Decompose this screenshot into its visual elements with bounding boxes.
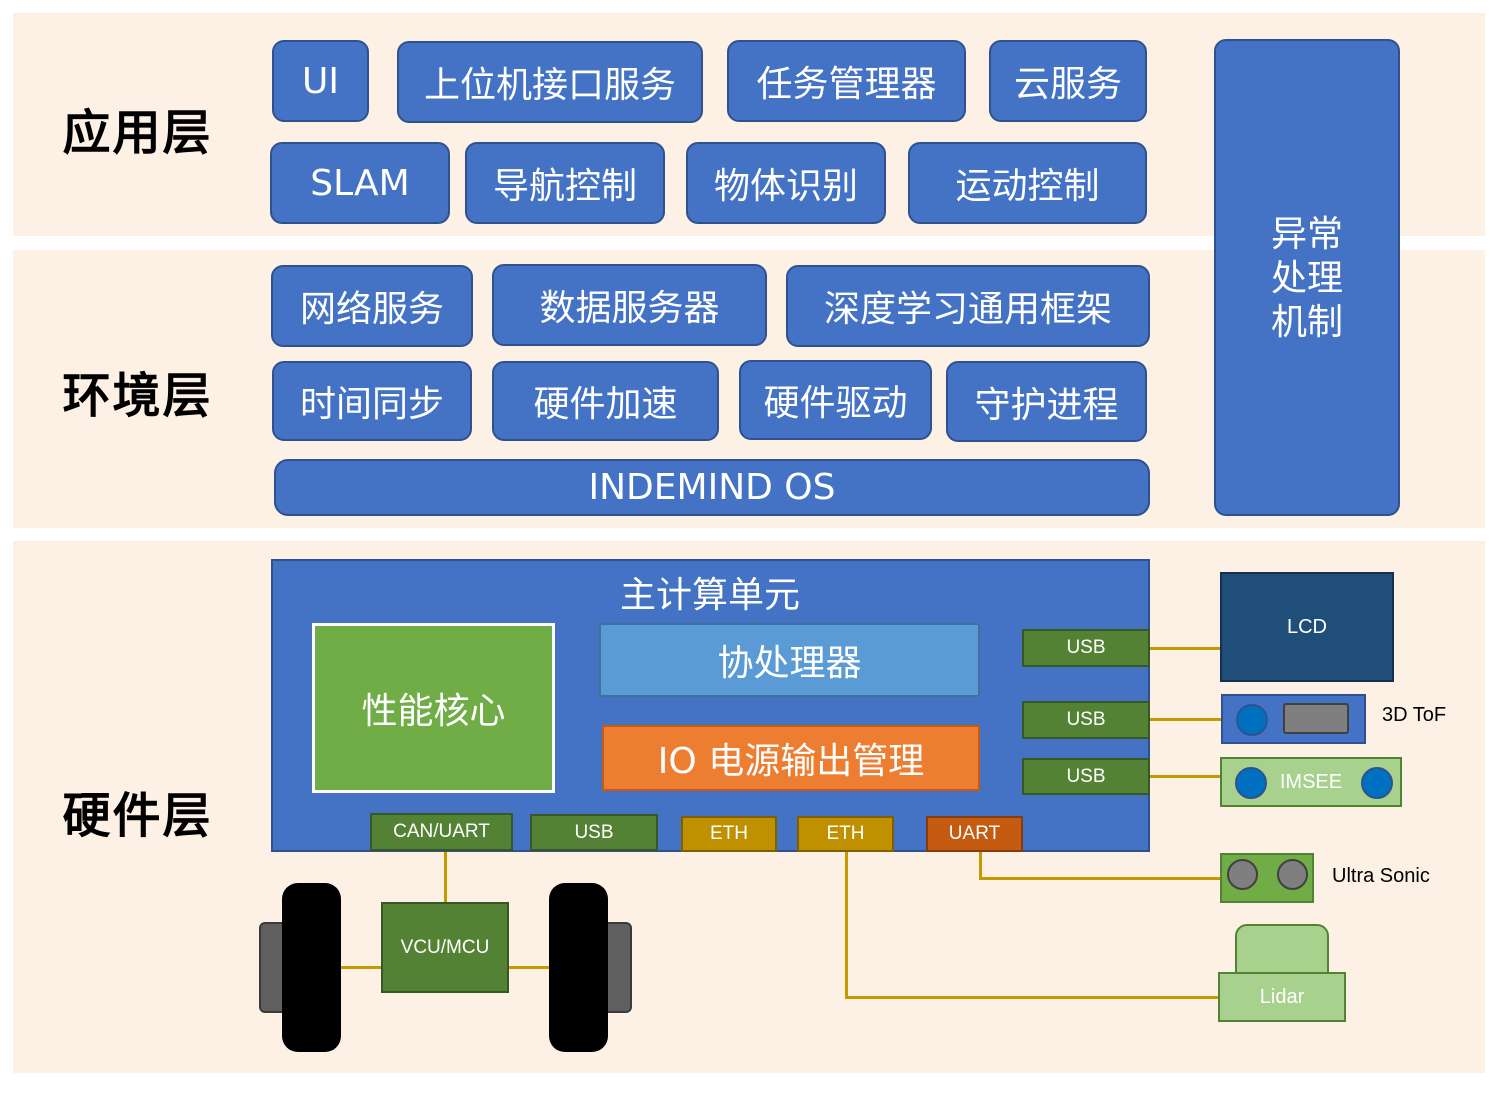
motion-control-module[interactable]: 运动控制	[908, 142, 1147, 224]
vcu-mcu-unit[interactable]: VCU/MCU	[381, 902, 509, 993]
usb-port-bottom[interactable]: USB	[530, 814, 658, 851]
usb-port-right-1[interactable]: USB	[1022, 629, 1150, 667]
indemind-os-bar[interactable]: INDEMIND OS	[274, 459, 1150, 516]
wire-eth-h	[845, 996, 1220, 999]
cloud-service-module[interactable]: 云服务	[989, 40, 1147, 122]
host-interface-service-module[interactable]: 上位机接口服务	[397, 41, 703, 123]
io-power-management[interactable]: IO 电源输出管理	[602, 725, 980, 791]
exception-line-3: 机制	[1270, 302, 1343, 343]
slam-module[interactable]: SLAM	[270, 142, 450, 224]
data-server-module[interactable]: 数据服务器	[492, 264, 767, 346]
ultrasonic-sensor-left-icon	[1227, 859, 1258, 890]
tof-sensor-icon	[1283, 703, 1349, 734]
time-sync-module[interactable]: 时间同步	[272, 361, 472, 441]
ui-module[interactable]: UI	[272, 40, 369, 122]
tof-lens-icon	[1236, 704, 1268, 736]
usb-port-right-2[interactable]: USB	[1022, 701, 1150, 739]
imsee-lens-left-icon	[1235, 767, 1267, 799]
coprocessor[interactable]: 协处理器	[599, 623, 980, 697]
daemon-process-module[interactable]: 守护进程	[946, 361, 1147, 442]
hardware-driver-module[interactable]: 硬件驱动	[739, 360, 932, 440]
object-recognition-module[interactable]: 物体识别	[686, 142, 886, 224]
hardware-acceleration-module[interactable]: 硬件加速	[492, 361, 719, 441]
right-wheel-icon	[549, 883, 608, 1052]
tof-label: 3D ToF	[1382, 704, 1447, 726]
eth-port-1[interactable]: ETH	[681, 816, 777, 852]
lcd-device[interactable]: LCD	[1220, 572, 1394, 682]
exception-line-1: 异常	[1270, 214, 1343, 255]
usb-port-right-3[interactable]: USB	[1022, 758, 1150, 795]
can-uart-port[interactable]: CAN/UART	[370, 813, 513, 851]
task-manager-module[interactable]: 任务管理器	[727, 40, 966, 122]
navigation-control-module[interactable]: 导航控制	[465, 142, 665, 224]
main-compute-unit-title: 主计算单元	[619, 575, 800, 616]
environment-layer-title: 环境层	[62, 367, 213, 424]
deep-learning-framework-module[interactable]: 深度学习通用框架	[786, 265, 1150, 347]
wire-wheel-left	[340, 966, 383, 969]
wire-wheel-right	[507, 966, 550, 969]
wire-can-v	[444, 850, 447, 903]
wire-usb2-tof	[1148, 718, 1222, 721]
wire-usb1-lcd	[1148, 647, 1221, 650]
eth-port-2[interactable]: ETH	[797, 816, 894, 852]
application-layer-title: 应用层	[62, 104, 213, 161]
ultrasonic-sensor-right-icon	[1277, 859, 1308, 890]
network-service-module[interactable]: 网络服务	[271, 265, 473, 347]
ultrasonic-label: Ultra Sonic	[1332, 865, 1430, 887]
exception-handling-module[interactable]: 异常 处理 机制	[1214, 39, 1400, 516]
wire-uart-h	[979, 877, 1222, 880]
lidar-head-icon	[1235, 924, 1329, 974]
left-wheel-icon	[282, 883, 341, 1052]
wire-uart-v	[979, 850, 982, 879]
lidar-device[interactable]: Lidar	[1218, 972, 1346, 1022]
performance-core[interactable]: 性能核心	[312, 623, 555, 793]
exception-line-2: 处理	[1270, 258, 1343, 299]
uart-port[interactable]: UART	[926, 816, 1023, 852]
imsee-lens-right-icon	[1361, 767, 1393, 799]
hardware-layer-title: 硬件层	[62, 787, 213, 844]
wire-eth-v	[845, 850, 848, 998]
wire-usb3-imsee	[1148, 775, 1222, 778]
